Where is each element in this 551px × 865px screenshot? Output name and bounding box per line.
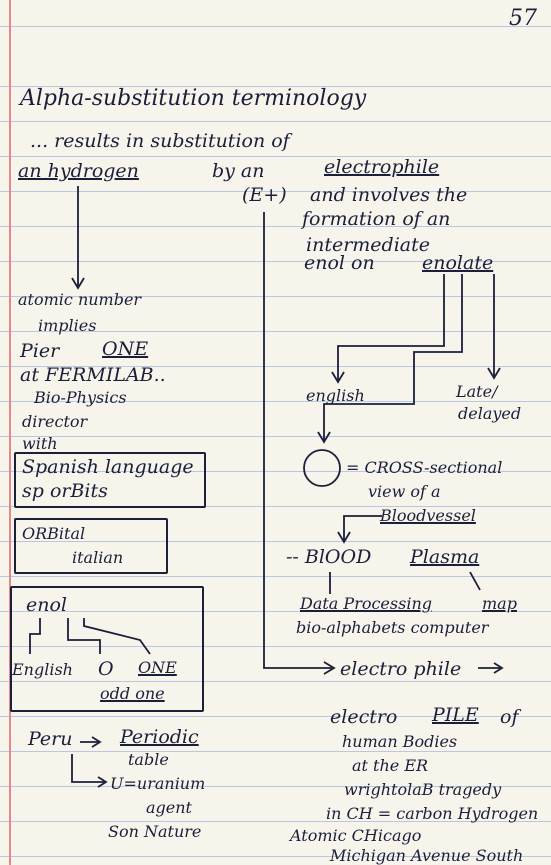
- right-at: at the ER: [352, 756, 429, 775]
- left-with: with: [22, 434, 58, 453]
- left-enol: enol: [26, 594, 67, 616]
- left-peru: Peru: [28, 728, 73, 750]
- left-table: table: [128, 750, 169, 769]
- right-ch: in CH = carbon Hydrogen: [326, 804, 539, 823]
- margin-line: [9, 0, 11, 865]
- left-italian: italian: [72, 548, 124, 567]
- right-plasma: Plasma: [410, 546, 480, 568]
- intro-line5: intermediate: [306, 234, 430, 256]
- left-odd-one: odd one: [100, 684, 165, 703]
- left-o-symbol: O: [98, 658, 114, 680]
- left-orbital: ORBital: [22, 524, 86, 543]
- left-biophysics: Bio-Physics: [34, 388, 127, 407]
- orbital-box: [14, 518, 168, 574]
- right-bio: bio-alphabets computer: [296, 618, 489, 637]
- intro-by: by an: [212, 160, 265, 182]
- right-late: Late/: [456, 382, 498, 401]
- right-electrophile: electro phile: [340, 658, 462, 680]
- intro-line4: formation of an: [302, 208, 451, 230]
- page-title: Alpha-substitution terminology: [20, 86, 367, 111]
- left-pier: Pier: [20, 340, 60, 362]
- right-data: Data Processing: [300, 594, 432, 613]
- right-english: english: [306, 386, 365, 405]
- left-one2: ONE: [138, 658, 177, 677]
- left-english: English: [12, 660, 73, 679]
- intro-enol-on: enol on: [304, 252, 375, 274]
- right-view: view of a: [368, 482, 441, 501]
- spanish-box: [14, 452, 206, 508]
- right-wrightolab: wrightolaB tragedy: [344, 780, 502, 799]
- right-blood: -- BlOOD: [286, 546, 372, 568]
- right-delayed: delayed: [458, 404, 522, 423]
- right-pile1: electro: [330, 706, 398, 728]
- right-atomic-chicago: Atomic CHicago: [290, 826, 422, 845]
- intro-hydrogen: an hydrogen: [18, 160, 139, 182]
- left-atomic: atomic number: [18, 290, 142, 309]
- right-map: map: [482, 594, 517, 613]
- left-sp-orbits: sp orBits: [22, 480, 108, 502]
- right-pile3: of: [500, 706, 519, 728]
- left-director: director: [22, 412, 88, 431]
- intro-electrophile: electrophile: [324, 156, 440, 178]
- intro-enolate: enolate: [422, 252, 494, 274]
- left-fermilab: at FERMILAB..: [20, 364, 166, 386]
- left-agent: agent: [146, 798, 192, 817]
- left-son-nature: Son Nature: [108, 822, 202, 841]
- left-spanish: Spanish language: [22, 456, 194, 478]
- page-number: 57: [509, 6, 537, 31]
- intro-e-plus: (E+): [242, 184, 287, 206]
- right-michigan: Michigan Avenue South: [330, 846, 524, 865]
- intro-line3: and involves the: [310, 184, 468, 206]
- intro-line1: ... results in substitution of: [30, 130, 290, 152]
- right-cross: = CROSS-sectional: [346, 458, 503, 477]
- right-pile2: PILE: [432, 704, 479, 726]
- enol-code-box: [10, 586, 204, 712]
- left-periodic: Periodic: [120, 726, 199, 748]
- right-bloodvessel: Bloodvessel: [380, 506, 476, 525]
- left-implies: implies: [38, 316, 97, 335]
- left-one: ONE: [102, 338, 149, 360]
- right-human: human Bodies: [342, 732, 458, 751]
- left-uranium: U=uranium: [110, 774, 206, 793]
